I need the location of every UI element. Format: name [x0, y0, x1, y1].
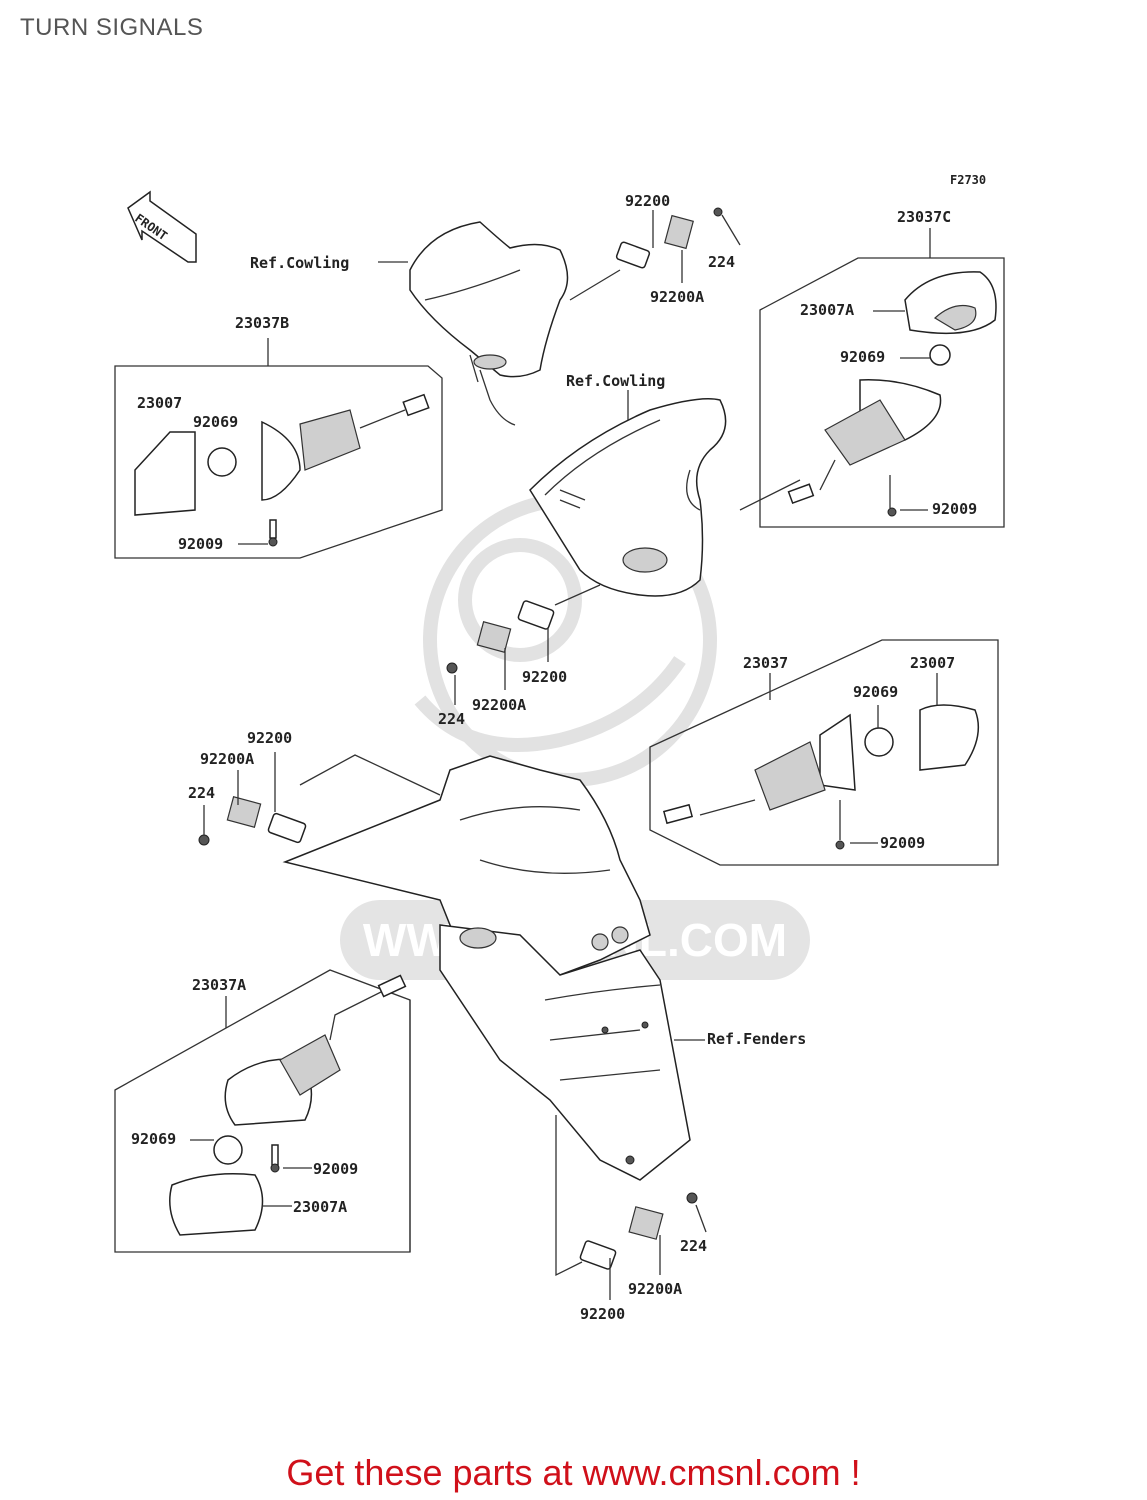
label-92069: 92069: [853, 683, 898, 701]
turn-signal-23037A: [114, 969, 411, 1253]
ref-cowling-1: Ref.Cowling: [250, 254, 349, 272]
clip-set-left: [198, 752, 441, 846]
clip-set-bottom: [555, 1115, 707, 1300]
label-23037A: 23037A: [192, 976, 246, 994]
label-92009: 92009: [313, 1160, 358, 1178]
label-92200: 92200: [522, 668, 567, 686]
label-92200A: 92200A: [650, 288, 704, 306]
label-224: 224: [188, 784, 215, 802]
turn-signal-23037B: [114, 338, 443, 559]
label-224: 224: [680, 1237, 707, 1255]
label-92200: 92200: [247, 729, 292, 747]
label-92200: 92200: [580, 1305, 625, 1323]
label-23007A: 23007A: [800, 301, 854, 319]
turn-signal-23037C: [739, 228, 1005, 528]
label-92009: 92009: [178, 535, 223, 553]
label-23007A: 23007A: [293, 1198, 347, 1216]
label-92200: 92200: [625, 192, 670, 210]
upper-cowling: [409, 221, 569, 426]
label-23007: 23007: [137, 394, 182, 412]
clip-set-top: [569, 207, 741, 301]
label-92200A: 92200A: [628, 1280, 682, 1298]
label-92069: 92069: [840, 348, 885, 366]
middle-cowling: [529, 398, 727, 597]
label-92200A: 92200A: [200, 750, 254, 768]
ref-fenders: Ref.Fenders: [707, 1030, 806, 1048]
label-92069: 92069: [193, 413, 238, 431]
figure-code: F2730: [950, 173, 986, 187]
label-92069: 92069: [131, 1130, 176, 1148]
ref-cowling-2: Ref.Cowling: [566, 372, 665, 390]
label-92009: 92009: [880, 834, 925, 852]
label-224: 224: [708, 253, 735, 271]
front-arrow-icon: FRONT: [127, 190, 197, 263]
label-92200A: 92200A: [472, 696, 526, 714]
label-23007: 23007: [910, 654, 955, 672]
footer-cta[interactable]: Get these parts at www.cmsnl.com !: [286, 1452, 861, 1493]
turn-signal-23037: [649, 639, 999, 866]
label-23037: 23037: [743, 654, 788, 672]
page-title: TURN SIGNALS: [20, 14, 204, 41]
label-23037C: 23037C: [897, 208, 951, 226]
label-224: 224: [438, 710, 465, 728]
label-92009: 92009: [932, 500, 977, 518]
clip-set-middle: [446, 584, 601, 705]
rear-fender: [282, 755, 691, 1181]
label-23037B: 23037B: [235, 314, 289, 332]
